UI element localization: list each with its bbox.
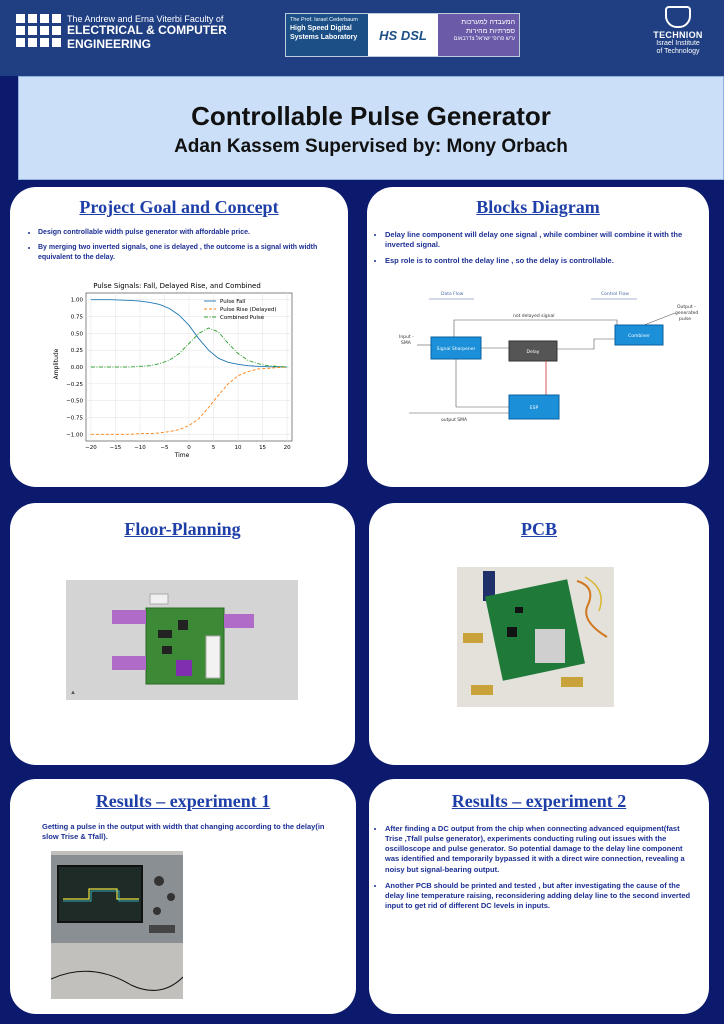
lab-left-1: The Prof. Israel Cederbaum: [290, 17, 358, 23]
blocks-bullet: Esp role is to control the delay line , …: [385, 256, 695, 266]
data-flow-label: Data Flow: [441, 291, 464, 297]
lab-left-3: Systems Laboratory: [290, 34, 358, 42]
results2-bullet: Another PCB should be printed and tested…: [385, 881, 695, 911]
output-label-b: generated: [675, 310, 698, 316]
pcb-photo-image: [457, 567, 614, 707]
lab-right-3: ע"ש פרופ' ישראל צדרבאום: [453, 36, 515, 43]
pcb-panel: PCB: [369, 503, 709, 765]
chart-ytick: 0.00: [71, 365, 84, 371]
goal-bullet: Design controllable width pulse generato…: [38, 228, 332, 237]
results2-panel: Results – experiment 2 After finding a D…: [369, 779, 709, 1014]
chart-ytick: −1.00: [66, 432, 83, 438]
chart-series-line: [90, 366, 288, 435]
chart-xtick: −5: [160, 445, 169, 451]
results1-title: Results – experiment 1: [95, 791, 271, 811]
chart-xtick: −15: [110, 445, 122, 451]
chart-ytick: 1.00: [71, 298, 84, 304]
goal-title: Project Goal and Concept: [79, 197, 279, 217]
lab-left-2: High Speed Digital: [290, 25, 352, 33]
technion-logo: TECHNION Israel Institute of Technology: [640, 6, 716, 57]
technion-sub1: Israel Institute: [656, 40, 700, 47]
blocks-bullet: Delay line component will delay one sign…: [385, 230, 695, 250]
chart-ylabel: Amplitude: [53, 348, 60, 379]
not-delayed-label: not delayed signal: [513, 313, 554, 319]
chart-legend-label: Combined Pulse: [220, 315, 265, 321]
results2-bullets: After finding a DC output from the chip …: [385, 824, 695, 911]
title-band: Controllable Pulse Generator Adan Kassem…: [18, 76, 724, 180]
blocks-bullets: Delay line component will delay one sign…: [385, 230, 695, 266]
chart-xtick: 5: [212, 445, 216, 451]
goal-bullet: By merging two inverted signals, one is …: [38, 243, 332, 262]
chart-ytick: −0.50: [66, 399, 83, 405]
chart-legend-label: Pulse Rise (Delayed): [220, 307, 277, 313]
faculty-line1: The Andrew and Erna Viterbi Faculty of: [67, 14, 224, 24]
sharpener-label: Signal Sharpener: [437, 346, 476, 352]
input-label-b: SMA: [401, 340, 412, 346]
chart-xlabel: Time: [174, 452, 190, 459]
floor-panel: Floor-Planning ▲: [10, 503, 355, 765]
delay-label: Delay: [527, 349, 540, 355]
technion-name: TECHNION: [653, 30, 703, 40]
combiner-block: [614, 324, 664, 346]
chart-xtick: 0: [187, 445, 191, 451]
pulse-chart: Pulse Signals: Fall, Delayed Rise, and C…: [53, 282, 293, 459]
svg-text:▲: ▲: [70, 690, 76, 696]
output-sma-label: output SMA: [441, 417, 468, 423]
results2-bullet: After finding a DC output from the chip …: [385, 824, 695, 875]
delay-block: [508, 340, 558, 362]
chart-legend-label: Pulse Fall: [220, 299, 246, 305]
chart-ytick: 0.25: [71, 348, 84, 354]
floorplan-render-image: ▲: [66, 580, 298, 700]
lab-mid: HS DSL: [368, 14, 438, 56]
poster-subtitle: Adan Kassem Supervised by: Mony Orbach: [174, 136, 568, 157]
results1-text: Getting a pulse in the output with width…: [42, 822, 325, 842]
blocks-panel: Blocks Diagram Delay line component will…: [367, 187, 709, 487]
blocks-title: Blocks Diagram: [476, 197, 600, 217]
esp-block: [508, 394, 560, 420]
faculty-logo: The Andrew and Erna Viterbi Faculty of E…: [16, 14, 227, 52]
chart-xtick: 15: [259, 445, 266, 451]
chart-title: Pulse Signals: Fall, Delayed Rise, and C…: [93, 282, 261, 290]
input-label-a: Input -: [399, 334, 414, 340]
lab-right-2: ספרתיות מהירות: [465, 28, 515, 36]
control-flow-label: Control Flow: [601, 291, 629, 297]
chart-series-line: [90, 299, 288, 368]
chart-xtick: −10: [134, 445, 146, 451]
oscilloscope-photo-image: [51, 851, 183, 999]
chart-xtick: 10: [235, 445, 242, 451]
blocks-diagram: Data Flow Control Flow not delayed signa…: [399, 291, 698, 423]
poster-title: Controllable Pulse Generator: [191, 101, 551, 131]
lab-right-1: המעבדה למערכות: [461, 19, 515, 26]
output-label-a: Output -: [677, 304, 696, 310]
chart-ytick: 0.75: [71, 315, 84, 321]
results2-title: Results – experiment 2: [451, 791, 627, 811]
chart-xtick: −20: [85, 445, 97, 451]
goal-bullets: Design controllable width pulse generato…: [38, 228, 332, 262]
faculty-line2: ELECTRICAL & COMPUTER: [67, 23, 227, 38]
chart-ytick: −0.75: [66, 415, 83, 421]
combiner-label: Combiner: [628, 333, 650, 339]
chart-ytick: −0.25: [66, 382, 83, 388]
technion-emblem-icon: [665, 6, 691, 28]
output-label-c: pulse: [679, 316, 691, 322]
chart-series-line: [90, 327, 288, 368]
floor-title: Floor-Planning: [124, 519, 241, 539]
faculty-line3: ENGINEERING: [67, 37, 152, 52]
hsdsl-logo: The Prof. Israel Cederbaum High Speed Di…: [285, 13, 520, 57]
chart-ytick: 0.50: [71, 331, 84, 337]
goal-panel: Project Goal and Concept Design controll…: [10, 187, 348, 487]
esp-label: ESP: [530, 405, 539, 411]
faculty-grid-icon: [16, 14, 61, 52]
chart-xtick: 20: [284, 445, 291, 451]
technion-sub2: of Technology: [656, 48, 700, 56]
pcb-title: PCB: [521, 519, 557, 539]
results1-panel: Results – experiment 1 Getting a pulse i…: [10, 779, 356, 1014]
header-bar: The Andrew and Erna Viterbi Faculty of E…: [0, 0, 724, 76]
